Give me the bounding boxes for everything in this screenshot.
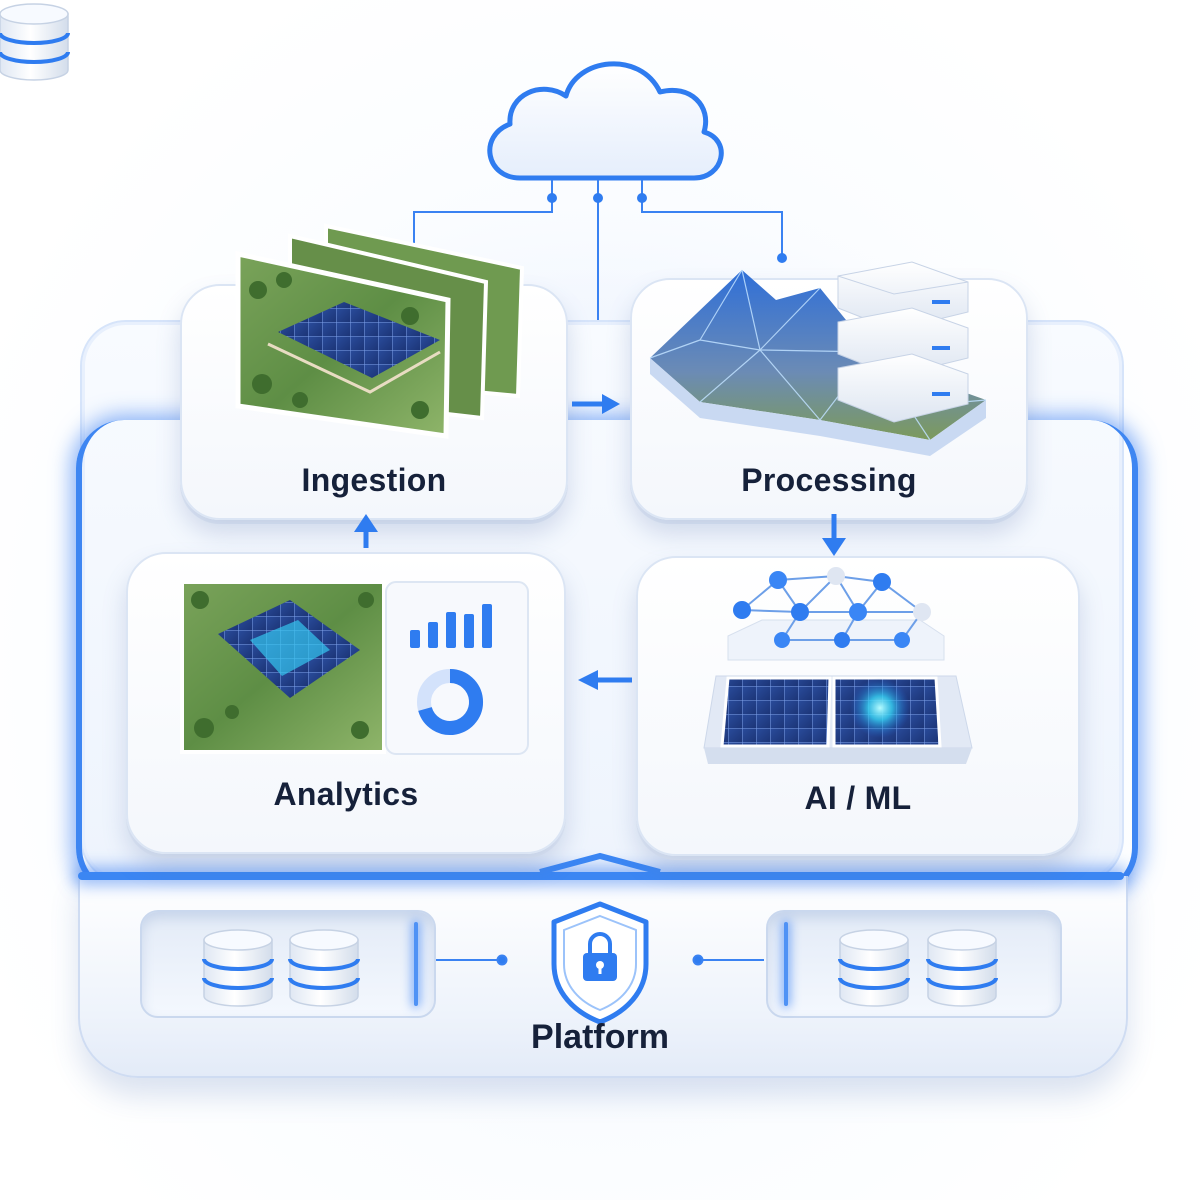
cloud-link-dots <box>547 193 787 263</box>
analytics-card[interactable]: Analytics <box>124 552 568 866</box>
aiml-card[interactable]: AI / ML <box>634 556 1082 868</box>
analytics-label: Analytics <box>273 776 419 812</box>
ingestion-label: Ingestion <box>301 462 447 498</box>
storage-bay-right <box>766 910 1062 1018</box>
platform-notch <box>539 852 661 875</box>
platform-edge-light <box>78 872 1124 880</box>
aiml-label: AI / ML <box>804 780 912 816</box>
cloud-icon <box>487 61 724 181</box>
connector-lines <box>436 954 764 966</box>
database-icon <box>0 3 70 81</box>
storage-bay-left <box>140 910 436 1018</box>
shield-lock-icon <box>551 901 649 1025</box>
processing-label: Processing <box>741 462 917 498</box>
processing-card[interactable]: Processing <box>628 278 1030 532</box>
ingestion-card[interactable]: Ingestion <box>178 284 570 532</box>
platform-label: Platform <box>531 1018 669 1056</box>
